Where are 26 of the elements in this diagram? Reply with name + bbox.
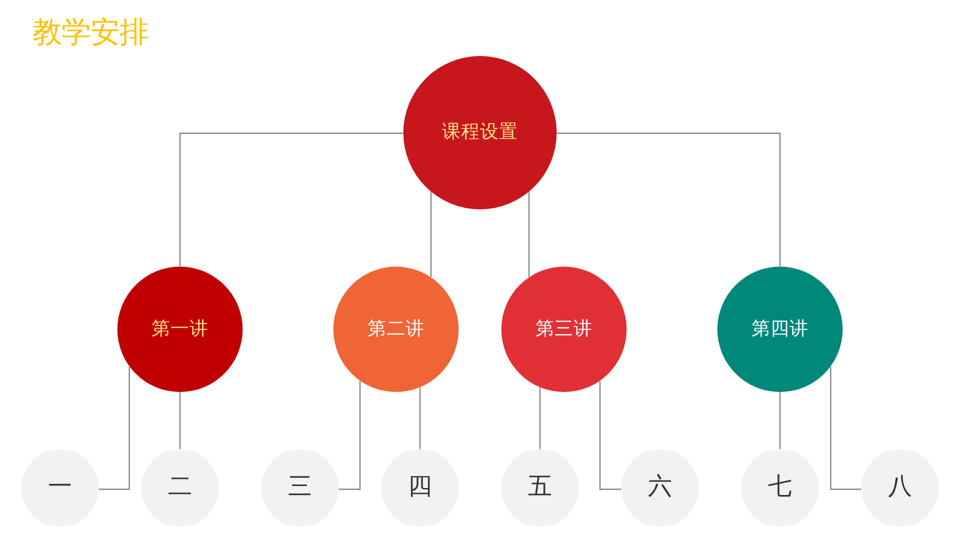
connector <box>539 388 541 450</box>
connector <box>430 192 432 278</box>
node-circle: 五 <box>501 449 579 527</box>
node-circle: 八 <box>861 449 939 527</box>
node-circle: 六 <box>621 449 699 527</box>
connector <box>338 380 361 490</box>
node-circle: 第四讲 <box>717 266 843 392</box>
node-circle: 二 <box>141 449 219 527</box>
connector <box>98 366 130 490</box>
connector <box>830 366 862 490</box>
connector <box>779 392 781 450</box>
node-circle: 课程设置 <box>403 56 557 210</box>
node-circle: 七 <box>741 449 819 527</box>
node-circle: 第二讲 <box>333 266 459 392</box>
connector <box>179 132 404 266</box>
connector <box>179 392 181 450</box>
node-circle: 第三讲 <box>501 266 627 392</box>
node-circle: 三 <box>261 449 339 527</box>
node-circle: 一 <box>21 449 99 527</box>
connector <box>599 380 622 490</box>
node-circle: 四 <box>381 449 459 527</box>
node-circle: 第一讲 <box>117 266 243 392</box>
connector <box>556 132 781 266</box>
connector <box>528 192 530 278</box>
diagram-title: 教学安排 <box>32 15 149 50</box>
connector <box>419 388 421 450</box>
